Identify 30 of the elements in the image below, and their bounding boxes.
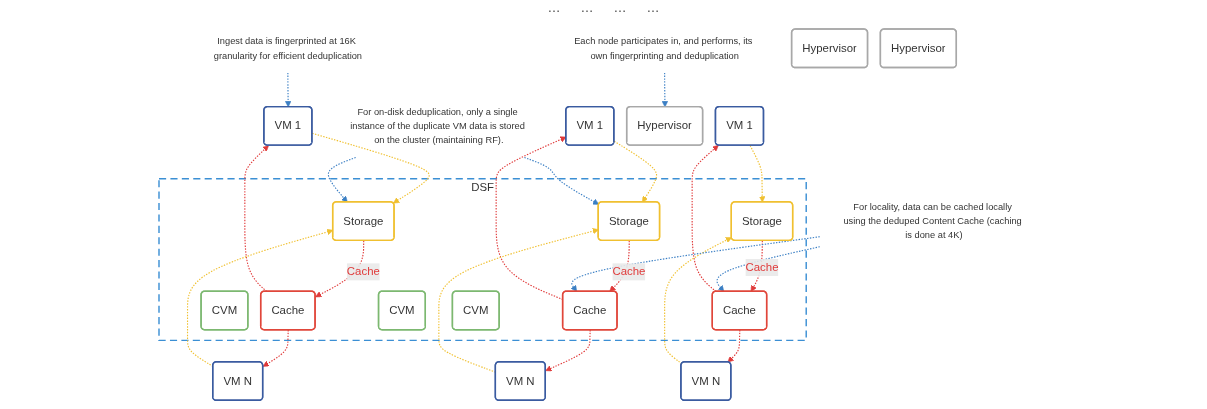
arrow — [545, 329, 591, 372]
node-text: For locality, data can be cached locally using the deduped Content Cache (caching is done at 4K) — [843, 201, 1022, 241]
arrow — [285, 72, 292, 108]
node-text: Ingest data is fingerprinted at 16K granularity for efficient deduplication — [213, 35, 363, 61]
edge-label: Cache — [745, 261, 779, 274]
arrow — [244, 145, 269, 293]
arrow — [570, 236, 821, 292]
ellipsis-text: … — [580, 0, 594, 17]
arrow — [661, 72, 669, 108]
node-text: For on-disk deduplication, only a single instance of the duplicate VM data is stored on the cluster (maintaining RF). — [350, 106, 525, 145]
arrow — [311, 132, 430, 204]
arrow — [327, 156, 357, 203]
arrow — [691, 145, 719, 293]
ellipsis-text: … — [547, 0, 561, 17]
edge-label: Cache — [612, 265, 646, 278]
ellipsis-text: … — [613, 0, 627, 17]
arrow — [609, 240, 630, 292]
ellipsis-text: … — [646, 0, 660, 17]
arrow — [438, 228, 599, 373]
arrow — [750, 240, 763, 292]
arrow — [613, 140, 658, 203]
arrow — [664, 237, 732, 365]
arrow — [749, 144, 766, 203]
arrow — [315, 240, 365, 298]
arrow — [716, 246, 821, 292]
arrow — [262, 329, 289, 367]
node-text: Each node participates in, and performs, its own fingerprinting and deduplication — [574, 35, 753, 61]
arrow — [523, 156, 600, 205]
arrow — [727, 329, 741, 363]
edge-label: Cache — [346, 265, 380, 278]
